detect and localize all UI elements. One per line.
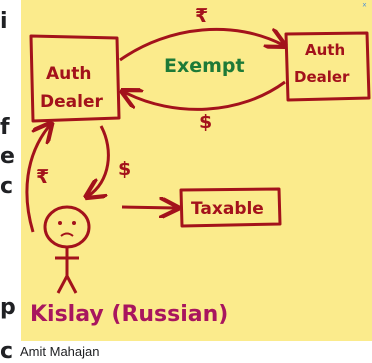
rupee-label-top: ₹ — [195, 5, 208, 27]
auth-dealer-right-box — [284, 31, 371, 102]
taxable-label: Taxable — [191, 199, 264, 219]
arrow-dealer-to-person — [88, 125, 110, 196]
author-caption: Amit Mahajan — [20, 344, 100, 359]
bg-text-fragment: f — [0, 115, 10, 140]
arrow-right-to-left-dealer — [124, 80, 286, 111]
arrow-left-to-right-dealer — [119, 27, 283, 62]
person-figure-icon — [43, 205, 91, 294]
taxable-box — [179, 187, 282, 228]
person-label: Kislay (Russian) — [30, 302, 228, 327]
auth-dealer-left-box — [29, 34, 121, 123]
bg-text-fragment: c — [0, 174, 14, 199]
rupee-label-left: ₹ — [36, 166, 49, 188]
arrow-to-taxable — [121, 207, 176, 208]
auth-dealer-left-label-line1: Auth — [46, 64, 92, 84]
bg-text-fragment: c — [0, 339, 14, 363]
exempt-label: Exempt — [164, 55, 245, 77]
auth-dealer-right-label-line1: Auth — [305, 41, 345, 59]
bg-text-fragment: i — [0, 9, 8, 34]
auth-dealer-right-label-line2: Dealer — [294, 68, 350, 86]
sticky-note-panel — [21, 0, 372, 341]
arrow-person-to-dealer — [25, 125, 50, 233]
corner-mark-icon: ˣ — [362, 0, 367, 13]
bg-text-fragment: p — [0, 295, 16, 320]
bg-text-fragment: e — [0, 144, 15, 169]
dollar-label-bottom: $ — [199, 111, 212, 133]
dollar-label-mid: $ — [118, 158, 131, 180]
auth-dealer-left-label-line2: Dealer — [40, 92, 103, 112]
